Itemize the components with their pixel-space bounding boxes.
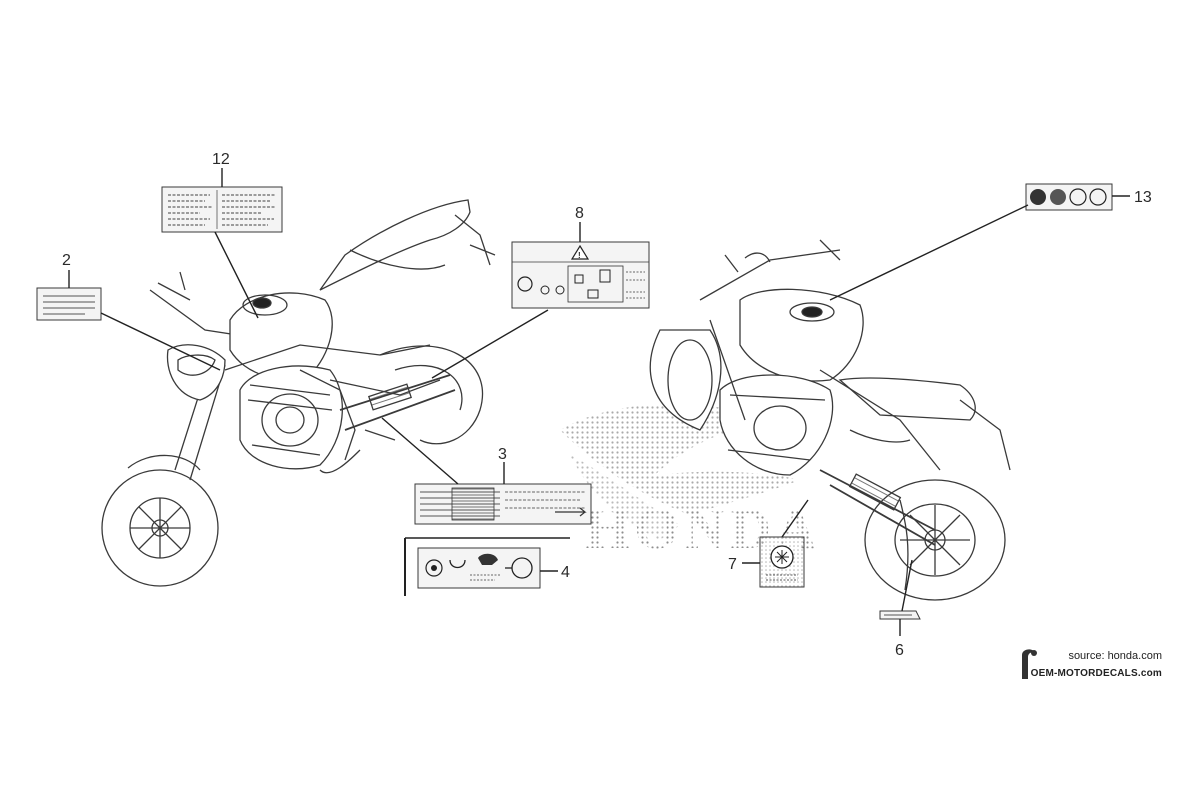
callout-6: 6 (895, 642, 904, 659)
right-fuel-tank (739, 288, 864, 382)
pressure-icon (449, 559, 466, 569)
callout-8: 8 (575, 205, 584, 222)
label-6-sticker (879, 610, 921, 620)
svg-text:!: ! (578, 251, 581, 260)
right-engine (719, 374, 834, 476)
fuel-tank (229, 292, 333, 380)
callout-7: 7 (728, 556, 737, 573)
leader-7 (742, 499, 809, 564)
engine (239, 365, 356, 470)
label-8-sticker: ! (511, 241, 650, 309)
right-motorcycle (649, 239, 1011, 601)
seat (319, 199, 471, 291)
callout-13: 13 (1134, 189, 1152, 206)
label-7-sticker (759, 536, 805, 588)
label-4-sticker (404, 537, 570, 596)
face-icon (517, 276, 533, 292)
callout-12: 12 (212, 151, 230, 168)
warning-triangle-icon (570, 244, 590, 260)
site-credit: OEM-MOTORDECALS.com (1030, 668, 1162, 679)
leader-6 (899, 559, 913, 636)
label-12-sticker (161, 186, 283, 233)
right-front-wheel (649, 329, 722, 431)
callout-4: 4 (561, 564, 570, 581)
left-motorcycle (101, 199, 496, 587)
leader-2 (68, 270, 221, 371)
leader-8 (431, 222, 581, 379)
leader-lines (68, 168, 1130, 636)
label-3-sticker (414, 483, 592, 525)
label-2-sticker (36, 287, 102, 321)
tire-icon (425, 559, 443, 577)
oem-motordecals-logo-icon (1022, 649, 1037, 679)
label-13-sticker (1025, 183, 1113, 211)
source-credit: source: honda.com (1068, 650, 1162, 662)
leader-13 (829, 195, 1130, 301)
leader-3 (381, 417, 505, 485)
callout-2: 2 (62, 252, 71, 269)
leader-12 (214, 168, 259, 319)
callout-3: 3 (498, 446, 507, 463)
